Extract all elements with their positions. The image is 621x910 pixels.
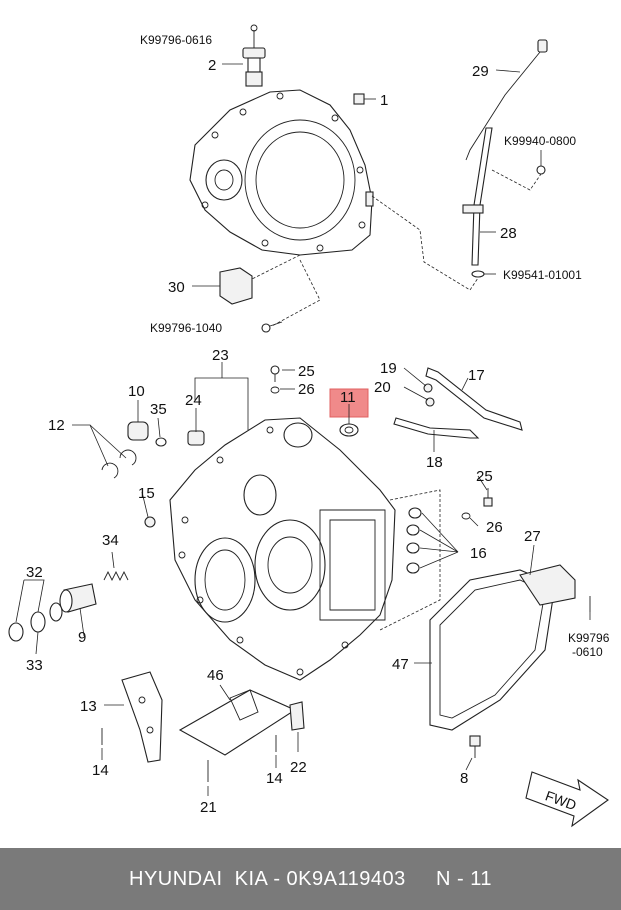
footer-bar: HYUNDAI KIA - 0K9A119403 N - 11: [0, 848, 621, 910]
label-33: 33: [26, 657, 43, 674]
code-k99940-0800: K99940-0800: [504, 134, 576, 148]
code-k99796-1040: K99796-1040: [150, 321, 222, 335]
label-9: 9: [78, 629, 86, 646]
label-26-right: 26: [486, 519, 503, 536]
bracket-part-22: [289, 701, 305, 731]
footer-part-number: HYUNDAI KIA - 0K9A119403 N - 11: [129, 867, 492, 890]
plug-part-10: [127, 421, 149, 441]
piston-part-9: [59, 583, 97, 613]
bolt-part-8: [469, 735, 481, 758]
label-12: 12: [48, 417, 65, 434]
label-8: 8: [460, 770, 468, 787]
code-k99796-line2: -0610: [572, 645, 603, 659]
label-24: 24: [185, 392, 202, 409]
plug-part-1: [353, 93, 376, 105]
label-19: 19: [380, 360, 397, 377]
code-k99541-01001: K99541-01001: [503, 268, 582, 282]
seal-part-11: [339, 423, 359, 437]
leader-lines: [15, 63, 591, 796]
snap-rings-part-12: [101, 449, 137, 479]
oil-pan-part-47: [429, 569, 556, 731]
label-32: 32: [26, 564, 43, 581]
label-14-right: 14: [266, 770, 283, 787]
filter-part-46: [178, 689, 297, 756]
label-26-top: 26: [298, 381, 315, 398]
bolt-k99796-1040: [261, 321, 283, 333]
label-29: 29: [472, 63, 489, 80]
speed-sensor-part-2: [242, 24, 266, 87]
label-13: 13: [80, 698, 97, 715]
label-14-left: 14: [92, 762, 109, 779]
oring-part-35: [155, 437, 167, 447]
callout-labels: 1 2 29 28 30 23 25 26 11 19 20 17 18 10 …: [26, 57, 541, 816]
oil-dipstick-part-29: [465, 39, 548, 161]
label-1: 1: [380, 92, 388, 109]
label-21: 21: [200, 799, 217, 816]
label-27: 27: [524, 528, 541, 545]
label-22: 22: [290, 759, 307, 776]
label-28: 28: [500, 225, 517, 242]
label-15: 15: [138, 485, 155, 502]
label-11: 11: [340, 389, 356, 406]
washer-part-26-top: [270, 386, 280, 394]
bracket-part-30: [219, 267, 253, 305]
label-2: 2: [208, 57, 216, 74]
seals-part-32-33: [8, 602, 63, 642]
label-16: 16: [470, 545, 487, 562]
label-18: 18: [426, 454, 443, 471]
transaxle-case: [169, 417, 396, 681]
label-17: 17: [468, 367, 485, 384]
label-34: 34: [102, 532, 119, 549]
orings-part-16: [406, 507, 422, 574]
plug-part-24: [187, 430, 205, 446]
code-k99796-line1: K99796: [568, 631, 610, 645]
bolt-part-25-top: [270, 365, 280, 382]
label-10: 10: [128, 383, 145, 400]
part-code-labels: K99796-0616 K99940-0800 K99541-01001 K99…: [140, 33, 610, 659]
label-35: 35: [150, 401, 167, 418]
label-25-right: 25: [476, 468, 493, 485]
label-20: 20: [374, 379, 391, 396]
label-30: 30: [168, 279, 185, 296]
oil-tube-part-28: [462, 127, 546, 278]
bracket-part-13: [121, 671, 163, 763]
bolt-part-25-right: [483, 488, 493, 507]
plug-part-15: [144, 516, 156, 528]
label-25-top: 25: [298, 363, 315, 380]
label-23: 23: [212, 347, 229, 364]
parts-diagram: 1 2 29 28 30 23 25 26 11 19 20 17 18 10 …: [8, 24, 610, 828]
fwd-arrow: [525, 771, 609, 828]
pipe-part-17: [425, 367, 523, 431]
code-k99796-0616: K99796-0616: [140, 33, 212, 47]
bracket-part-27: [519, 564, 576, 606]
pipe-part-18: [393, 417, 480, 439]
converter-housing: [189, 89, 374, 256]
label-47: 47: [392, 656, 409, 673]
label-46: 46: [207, 667, 224, 684]
washer-part-26-right: [461, 512, 471, 520]
spring-part-34: [103, 570, 129, 582]
